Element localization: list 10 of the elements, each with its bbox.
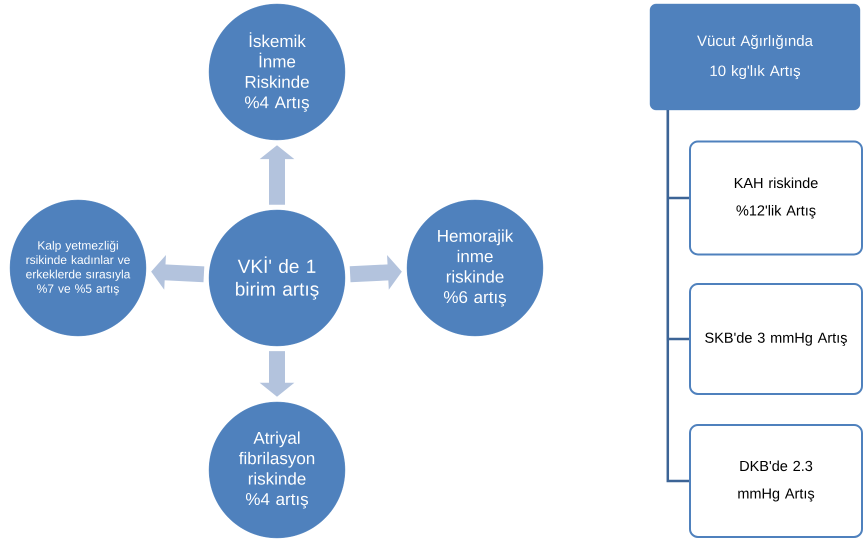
circle-node: İskemik İnme Riskinde %4 Artış [208,4,346,140]
text-box: DKB'de 2.3 mmHg Artış [689,424,863,538]
circle-node: Hemorajik inme riskinde %6 artış [406,200,544,336]
circle-node: Atriyal fibrilasyon riskinde %4 artış [208,402,346,538]
circle-node: VKİ' de 1 birim artış [208,210,346,346]
text-box: KAH riskinde %12'lik Artış [689,140,863,256]
text-box: SKB'de 3 mmHg Artış [689,283,863,395]
connector-line [666,110,689,482]
circle-node: Kalp yetmezliği rsikinde kadınlar ve erkeklerde sırasıyla %7 ve %5 artış [10,200,146,336]
header-box: Vücut Ağırlığında 10 kg'lık Artış [650,4,860,110]
